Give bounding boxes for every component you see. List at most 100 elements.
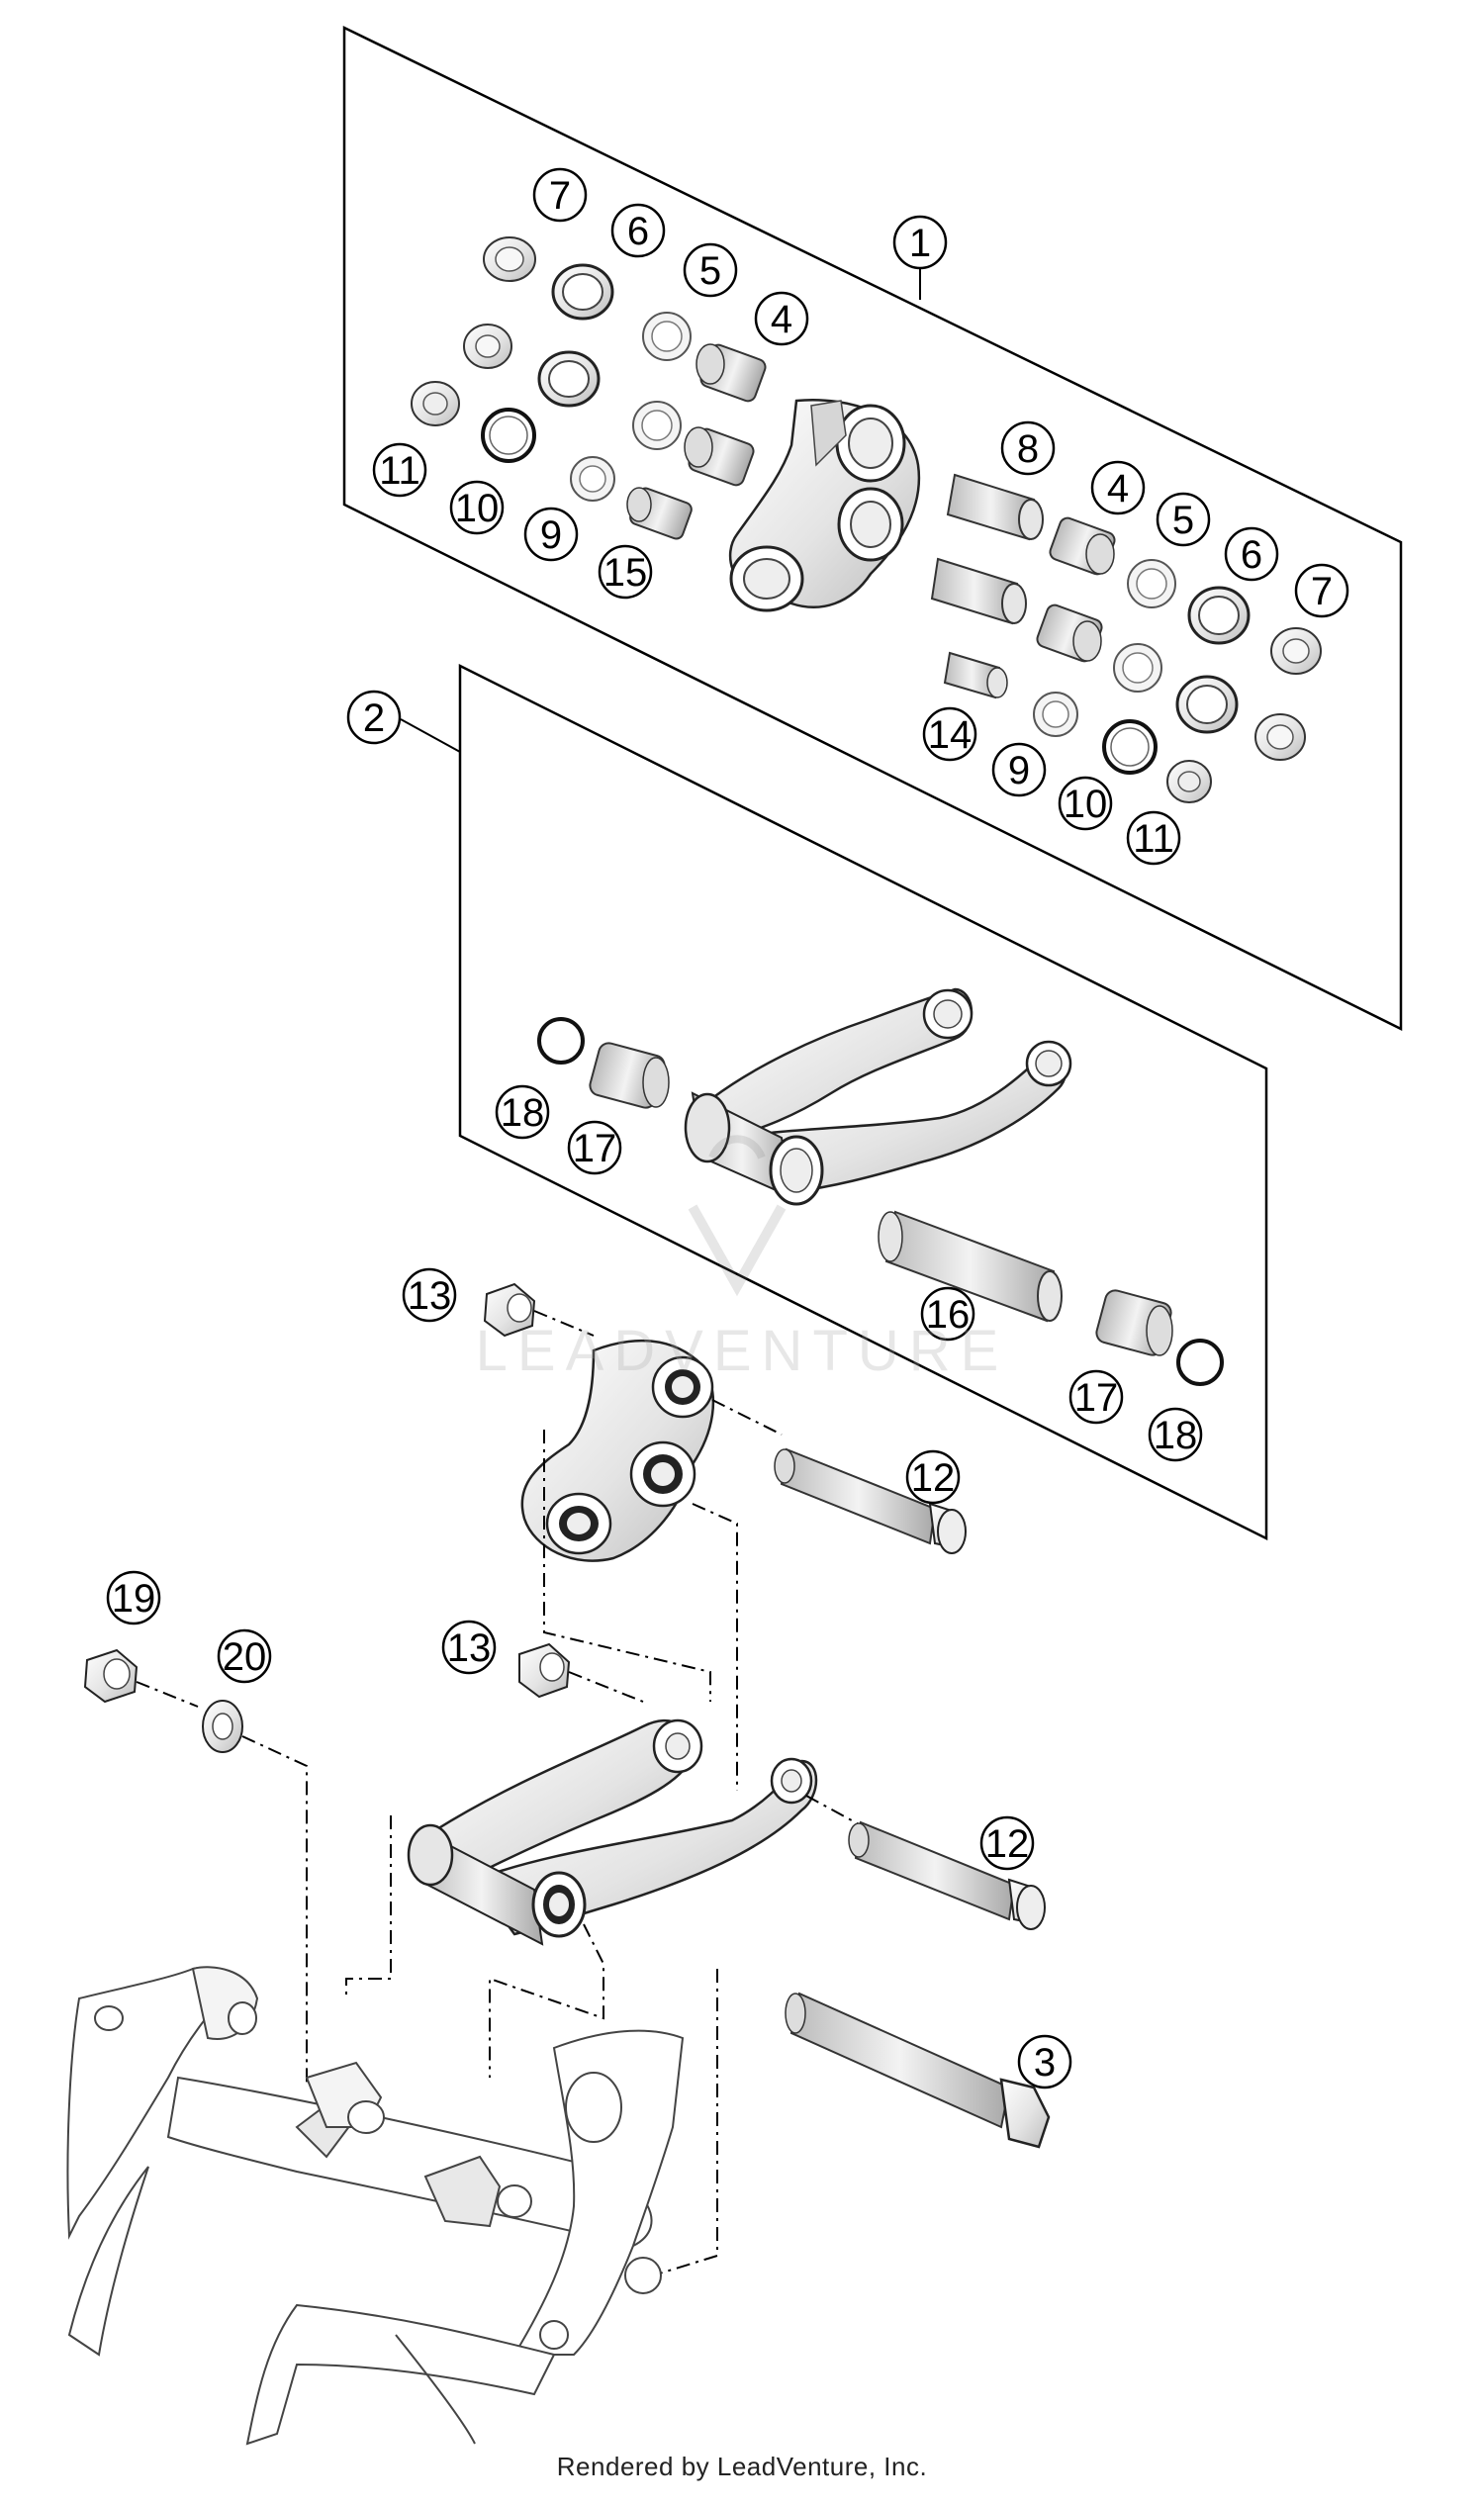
callout-11: 11 <box>1126 810 1181 866</box>
pull-rod-upper <box>710 987 974 1140</box>
bolt-12-upper <box>774 1447 967 1554</box>
linkage-lever-assembled <box>520 1339 715 1562</box>
bushing-4-left <box>696 343 767 403</box>
callout-number: 12 <box>911 1456 956 1500</box>
callout-16: 16 <box>920 1286 975 1342</box>
callout-14: 14 <box>922 706 977 762</box>
bearing-11-right <box>1166 760 1212 803</box>
sleeve-14 <box>943 651 1008 699</box>
callout-18: 18 <box>495 1084 550 1140</box>
callout-number: 18 <box>1154 1414 1198 1457</box>
callout-number: 2 <box>363 696 385 740</box>
callout-number: 5 <box>1172 499 1194 542</box>
callout-8: 8 <box>1000 420 1056 476</box>
callout-number: 3 <box>1034 2041 1056 2085</box>
callout-circle <box>1156 492 1211 547</box>
callout-10: 10 <box>1058 776 1113 831</box>
kit-2-panel <box>400 663 1268 1541</box>
callout-9: 9 <box>991 742 1047 797</box>
pin-8-lower <box>930 557 1027 625</box>
kit-1-panel <box>342 26 1403 1032</box>
circlip-10-left <box>481 408 536 463</box>
bushing-17-right <box>1095 1289 1173 1356</box>
callout-number: 9 <box>540 513 562 557</box>
callout-9: 9 <box>523 507 579 562</box>
callout-number: 20 <box>223 1635 267 1679</box>
callout-circle <box>991 742 1047 797</box>
callout-number: 12 <box>985 1822 1030 1866</box>
callout-3: 3 <box>1017 2034 1072 2089</box>
bushing-7-right <box>1270 627 1322 675</box>
frame-section <box>66 1966 685 2446</box>
callout-17: 17 <box>567 1120 622 1175</box>
leadventure-logo-icon <box>688 1135 787 1297</box>
callout-circle <box>1068 1369 1124 1425</box>
callout-5: 5 <box>683 242 738 298</box>
callout-18: 18 <box>1148 1407 1203 1462</box>
callout-circle <box>1000 420 1056 476</box>
callout-circle <box>372 442 427 498</box>
callout-number: 17 <box>573 1127 617 1170</box>
callout-circle <box>1017 2034 1072 2089</box>
bushing-4-right <box>1049 516 1116 576</box>
pin-8 <box>946 473 1044 541</box>
callout-circle <box>495 1084 550 1140</box>
callout-number: 4 <box>1107 467 1129 510</box>
callout-number: 14 <box>928 713 973 757</box>
nut-19 <box>83 1648 139 1704</box>
callout-number: 5 <box>699 249 721 293</box>
callout-circle <box>892 215 948 270</box>
callout-7: 7 <box>1294 563 1349 618</box>
callout-circle <box>346 690 402 745</box>
callout-circle <box>567 1120 622 1175</box>
bushing-7-right-2 <box>1254 713 1306 761</box>
callout-4: 4 <box>1090 460 1146 515</box>
callout-number: 10 <box>455 487 500 530</box>
callout-circle <box>610 203 666 258</box>
callout-circle <box>905 1449 961 1505</box>
bushing-7-left <box>483 236 536 282</box>
seal-6-right-2 <box>1175 675 1239 734</box>
callout-circle <box>532 167 588 223</box>
callout-number: 8 <box>1017 427 1039 471</box>
callout-13: 13 <box>441 1620 497 1675</box>
callout-number: 6 <box>1241 533 1262 577</box>
callout-circle <box>1090 460 1146 515</box>
callout-number: 13 <box>408 1274 452 1318</box>
callout-number: 9 <box>1008 749 1030 792</box>
callout-number: 16 <box>926 1293 971 1337</box>
nut-13-upper <box>483 1282 536 1338</box>
callout-circle <box>1294 563 1349 618</box>
washer-5-right-2 <box>1113 643 1162 693</box>
callout-5: 5 <box>1156 492 1211 547</box>
washer-5-right <box>1127 559 1176 608</box>
washer-5-left-2 <box>632 401 682 450</box>
callout-circle <box>754 291 809 346</box>
callout-circle <box>523 507 579 562</box>
callout-12: 12 <box>979 1815 1035 1871</box>
circlip-10-right <box>1102 719 1158 775</box>
watermark-text: LEADVENTURE <box>475 1319 1009 1383</box>
callout-10: 10 <box>449 480 505 535</box>
callout-circle <box>441 1620 497 1675</box>
callout-circle <box>920 1286 975 1342</box>
callout-number: 7 <box>1311 570 1333 613</box>
callout-number: 4 <box>771 298 792 341</box>
callout-number: 11 <box>379 449 420 493</box>
callout-15: 15 <box>598 544 653 600</box>
callout-circle <box>449 480 505 535</box>
callout-circle <box>979 1815 1035 1871</box>
bushing-4-right-2 <box>1036 603 1103 663</box>
callout-6: 6 <box>1224 526 1279 582</box>
callout-circle <box>1126 810 1181 866</box>
callout-number: 10 <box>1064 783 1108 826</box>
callout-circle <box>683 242 738 298</box>
callout-circle <box>1224 526 1279 582</box>
bolt-12-lower <box>848 1820 1046 1930</box>
callout-13: 13 <box>402 1267 457 1323</box>
callout-number: 1 <box>909 222 931 265</box>
callout-circle <box>922 706 977 762</box>
sleeve-16 <box>878 1210 1063 1323</box>
seal-6-left <box>551 263 614 321</box>
bushing-7-left-2 <box>463 324 512 369</box>
